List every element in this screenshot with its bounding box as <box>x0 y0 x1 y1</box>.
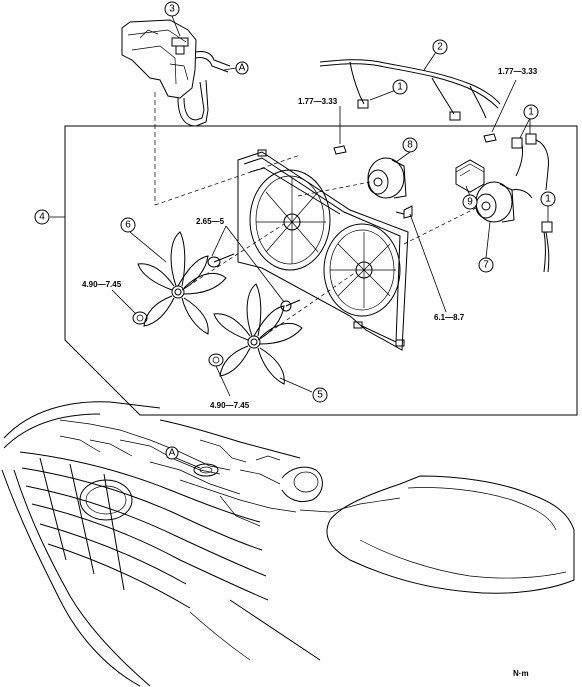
torque-label-3: 2.65—5 <box>196 217 225 226</box>
callout-1b-label: 1 <box>528 107 534 118</box>
ref-a-bottom-label: A <box>169 448 176 459</box>
callout-1c-label: 1 <box>545 194 551 205</box>
fan-motor-8 <box>297 157 407 199</box>
torque-label-6: 6.1—8.7 <box>434 313 465 322</box>
torque-label-2: 1.77—3.33 <box>498 67 538 76</box>
fan-blade-6 <box>132 231 227 335</box>
callout-6: 6 <box>120 217 136 233</box>
fan-resistor-9 <box>455 159 485 193</box>
callout-4: 4 <box>34 209 50 225</box>
wiring-harness <box>319 59 501 121</box>
ref-a-top: A <box>235 61 249 75</box>
fan-blade-5 <box>208 283 303 385</box>
assembly-frame <box>64 125 578 416</box>
reserve-tank <box>121 19 231 205</box>
callout-leaders <box>129 15 549 393</box>
callout-1b: 1 <box>523 104 539 120</box>
callout-9-label: 9 <box>467 197 473 208</box>
torque-label-1: 1.77—3.33 <box>298 97 338 106</box>
unit-label: N·m <box>513 669 529 678</box>
callout-5: 5 <box>312 387 328 403</box>
callout-1c: 1 <box>540 191 556 207</box>
callout-7: 7 <box>478 257 494 273</box>
callout-7-label: 7 <box>483 260 489 271</box>
screws <box>207 133 497 312</box>
callout-1a-label: 1 <box>397 82 403 93</box>
callout-1a: 1 <box>392 79 408 95</box>
callout-8-label: 8 <box>407 140 413 151</box>
ref-a-bottom: A <box>165 446 201 469</box>
fan-shroud <box>237 149 409 351</box>
vehicle-front <box>1 401 575 687</box>
ref-a-top-label: A <box>239 63 246 74</box>
callout-2: 2 <box>432 39 448 55</box>
torque-label-5: 4.90—7.45 <box>210 401 250 410</box>
callout-3-label: 3 <box>169 4 175 15</box>
torque-label-4: 4.90—7.45 <box>82 280 122 289</box>
callout-6-label: 6 <box>125 220 131 231</box>
alignment-lines <box>154 154 357 341</box>
callout-3: 3 <box>164 1 180 17</box>
callout-9: 9 <box>462 194 478 210</box>
connectors <box>511 133 553 273</box>
torque-leaders <box>111 79 517 397</box>
callout-2-label: 2 <box>437 42 443 53</box>
callout-4-label: 4 <box>39 212 45 223</box>
callout-8: 8 <box>402 137 418 153</box>
callout-5-label: 5 <box>317 390 323 401</box>
